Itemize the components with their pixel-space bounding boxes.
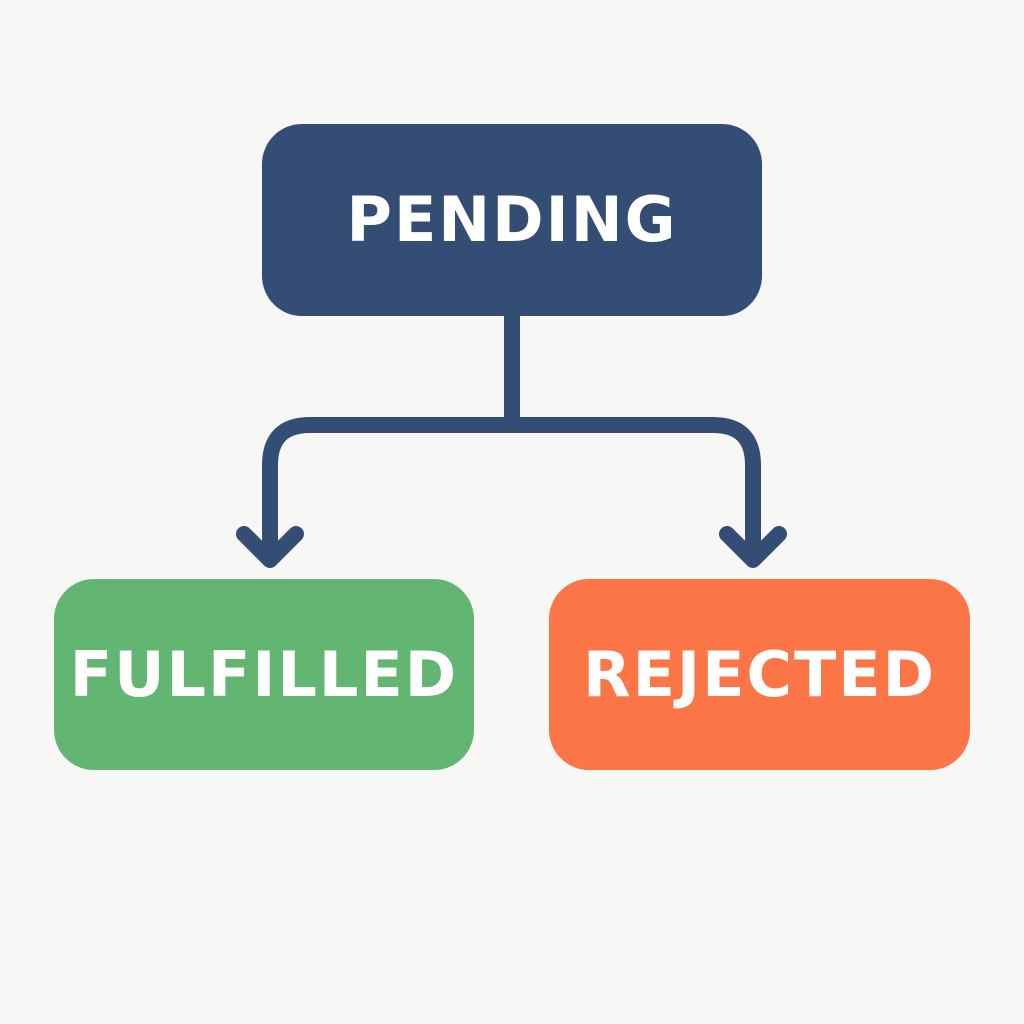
pending-state-box: PENDING bbox=[262, 124, 762, 316]
fulfilled-state-box: FULFILLED bbox=[54, 579, 474, 770]
fulfilled-state-label: FULFILLED bbox=[69, 637, 459, 711]
branch-to-fulfilled-line bbox=[262, 417, 520, 564]
pending-state-label: PENDING bbox=[346, 183, 678, 256]
fulfilled-arrow-icon bbox=[236, 526, 304, 568]
rejected-arrow-icon bbox=[719, 526, 787, 568]
rejected-state-box: REJECTED bbox=[549, 579, 970, 770]
branch-to-rejected-line bbox=[504, 417, 761, 564]
rejected-state-label: REJECTED bbox=[582, 637, 937, 711]
